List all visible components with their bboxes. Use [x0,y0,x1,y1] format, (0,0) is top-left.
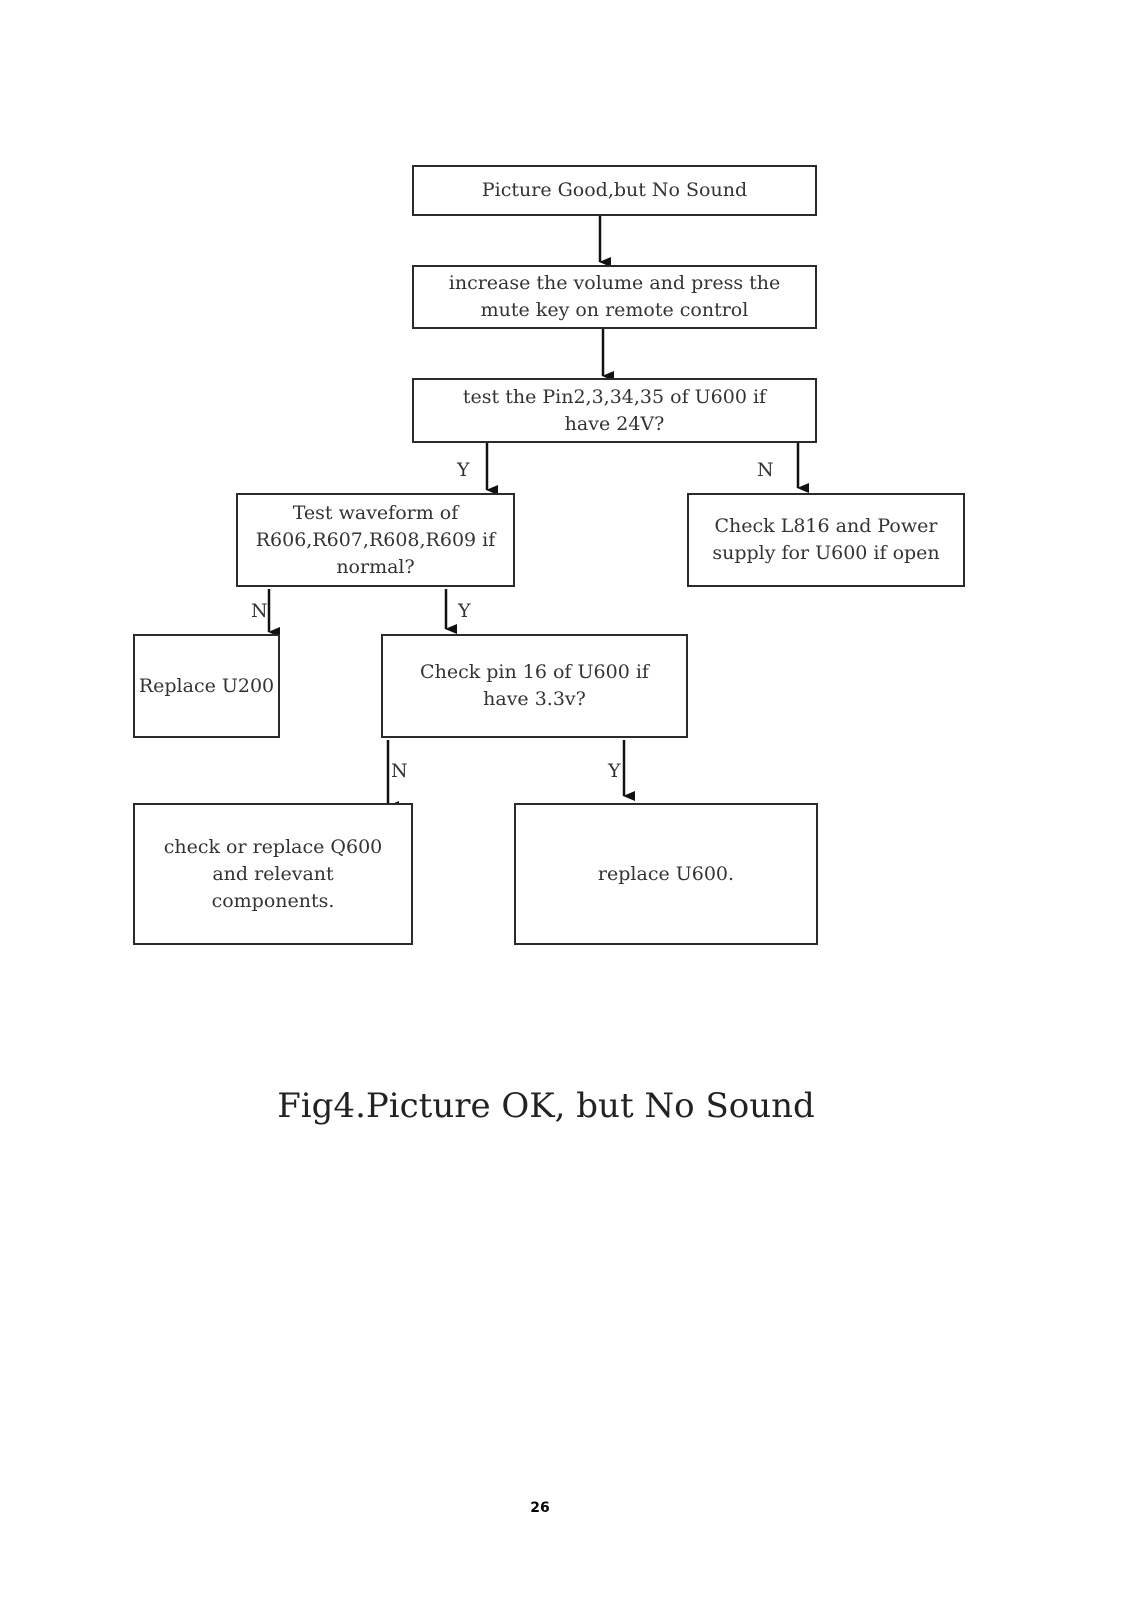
node-check-l816-text: Check L816 and Power supply for U600 if … [712,515,940,564]
node-waveform-text: Test waveform of R606,R607,R608,R609 if … [255,501,496,578]
node-start-text: Picture Good,but No Sound [481,179,748,201]
node-volume: increase the volume and press the mute k… [412,265,817,329]
node-replace-u200: Replace U200 [133,634,280,738]
node-test-pins: test the Pin2,3,34,35 of U600 if have 24… [412,378,817,443]
node-replace-q600: check or replace Q600 and relevant compo… [133,803,413,945]
label-waveform-no: N [251,600,268,622]
node-start: Picture Good,but No Sound [412,165,817,216]
node-check-pin16-text: Check pin 16 of U600 if have 3.3v? [420,661,649,710]
node-check-l816: Check L816 and Power supply for U600 if … [687,493,965,587]
node-test-pins-text: test the Pin2,3,34,35 of U600 if have 24… [462,385,767,435]
label-pin16-yes: Y [608,760,621,782]
node-replace-q600-text: check or replace Q600 and relevant compo… [163,835,383,912]
node-replace-u600-text: replace U600. [597,862,735,885]
figure-caption: Fig4.Picture OK, but No Sound [277,1086,815,1126]
label-test-pins-yes: Y [457,459,470,481]
page-number: 26 [530,1500,550,1516]
label-test-pins-no: N [757,459,774,481]
node-check-pin16: Check pin 16 of U600 if have 3.3v? [381,634,688,738]
node-waveform: Test waveform of R606,R607,R608,R609 if … [236,493,515,587]
node-volume-text: increase the volume and press the mute k… [448,272,781,321]
node-replace-u200-text: Replace U200 [138,674,275,697]
node-replace-u600: replace U600. [514,803,818,945]
label-pin16-no: N [391,760,408,782]
label-waveform-yes: Y [458,600,471,622]
